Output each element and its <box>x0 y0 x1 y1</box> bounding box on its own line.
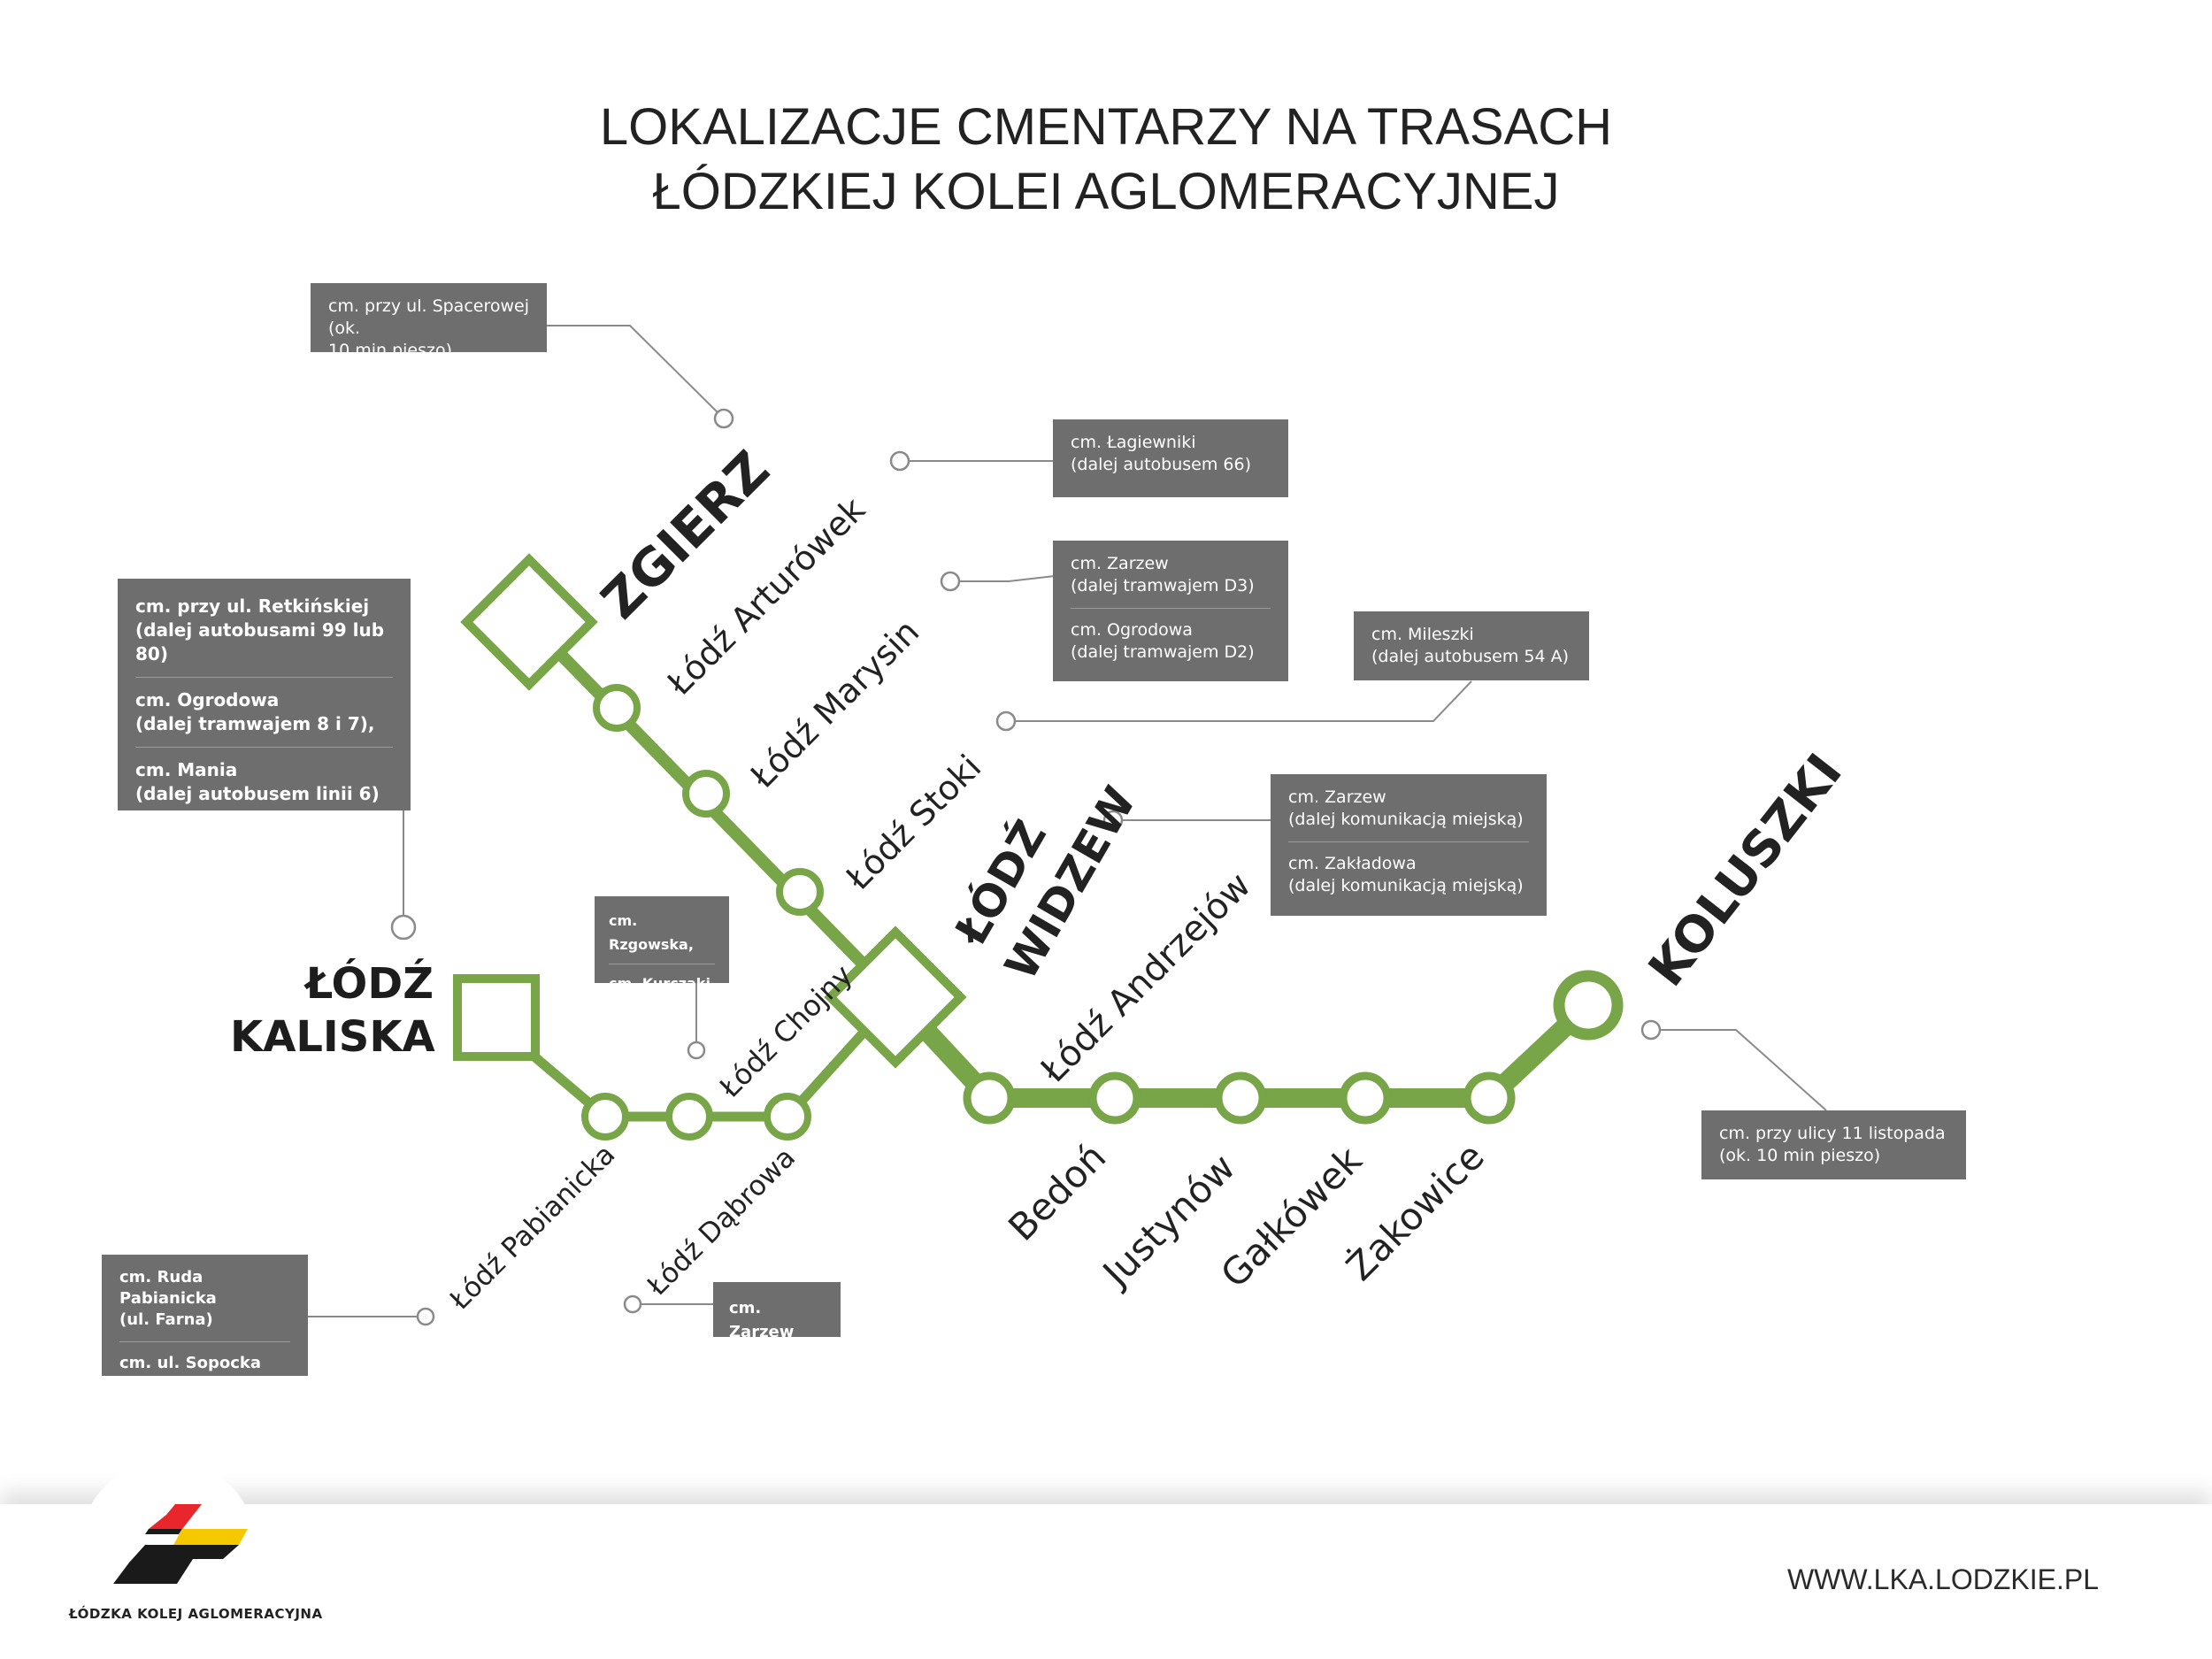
connector-marysin <box>950 575 1056 582</box>
station-bedon-circle <box>963 1071 1016 1125</box>
hub-koluszki-circle <box>1553 970 1624 1041</box>
station-marysin-circle <box>682 770 730 818</box>
logo-icon <box>113 1504 248 1584</box>
hub-widzew-square <box>824 926 967 1069</box>
connector-lines <box>308 325 1827 1317</box>
station-justynow-circle <box>1088 1071 1141 1125</box>
cemetery-box-chojny: cm. Rzgowska, cm. Kurczaki <box>595 896 729 992</box>
connector-koluszki <box>1651 1029 1827 1111</box>
station-dabrowa-circle <box>764 1093 811 1141</box>
connector-zgierz <box>547 325 725 419</box>
cemetery-entry: cm. Kurczaki <box>609 975 710 992</box>
cemetery-box-dabrowa: cm. Zarzew <box>713 1282 841 1341</box>
entry-separator <box>1288 841 1529 842</box>
cemetery-box-koluszki: cm. przy ulicy 11 listopada (ok. 10 min … <box>1701 1110 1966 1179</box>
endpoint-chojny <box>687 1041 706 1060</box>
page-title-line2: ŁÓDZKIEJ KOLEI AGLOMERACYJNEJ <box>652 163 1560 220</box>
cemetery-entry: cm. Zarzew <box>729 1299 795 1341</box>
cemetery-entry: cm. ul. Sopocka <box>119 1354 261 1372</box>
footer-bar <box>0 1504 2212 1659</box>
line-kaliska-widzew <box>530 992 901 1122</box>
logo-caption: ŁÓDZKA KOLEJ AGLOMERACYJNA <box>69 1606 323 1622</box>
cemetery-entry: cm. Zarzew (dalej tramwajem D3) <box>1071 554 1255 595</box>
cemetery-box-zgierz: cm. przy ul. Spacerowej (ok. 10 min pies… <box>311 283 547 360</box>
website-link[interactable]: WWW.LKA.LODZKIE.PL <box>1786 1563 2099 1595</box>
cemetery-box-pabianicka: cm. Ruda Pabianicka (ul. Farna) cm. ul. … <box>102 1255 308 1376</box>
endpoint-zgierz <box>713 408 734 429</box>
entry-separator <box>119 1341 290 1342</box>
entry-separator <box>135 747 393 748</box>
endpoint-kaliska <box>390 914 417 941</box>
station-zakowice2-circle <box>1463 1071 1516 1125</box>
hub-label-kaliska-line1: ŁÓDŹ <box>305 959 434 1009</box>
cemetery-entry: cm. Mileszki (dalej autobusem 54 A) <box>1371 625 1570 666</box>
station-zakowice-circle <box>1339 1071 1392 1125</box>
hub-label-kaliska: ŁÓDŹ KALISKA <box>230 957 435 1064</box>
cemetery-entry: cm. Ogrodowa (dalej tramwajem D2) <box>1071 620 1255 662</box>
cemetery-entry: cm. Zarzew (dalej komunikacją miejską) <box>1288 787 1524 829</box>
cemetery-box-stoki: cm. Mileszki (dalej autobusem 54 A) <box>1354 611 1589 680</box>
logo-black-stripe <box>113 1545 239 1584</box>
station-stoki-circle <box>776 868 824 916</box>
cemetery-entry: cm. przy ul. Spacerowej (ok. 10 min pies… <box>328 296 529 360</box>
cemetery-box-marysin: cm. Zarzew (dalej tramwajem D3) cm. Ogro… <box>1053 541 1288 681</box>
logo-black-stripe-top <box>145 1529 182 1534</box>
endpoint-marysin <box>940 571 961 592</box>
cemetery-box-arturowek: cm. Łagiewniki (dalej autobusem 66) <box>1053 419 1288 497</box>
cemetery-entry: cm. Ogrodowa (dalej tramwajem 8 i 7), <box>135 689 375 734</box>
endpoint-arturowek <box>889 450 910 472</box>
hub-zgierz-square <box>460 553 598 691</box>
page-title-line1: LOKALIZACJE CMENTARZY NA TRASACH <box>599 98 1613 156</box>
station-galkowek-circle <box>1214 1071 1267 1125</box>
cemetery-box-andrzejow: cm. Zarzew (dalej komunikacją miejską) c… <box>1271 774 1547 916</box>
cemetery-entry: cm. przy ul. Retkińskiej (dalej autobusa… <box>135 595 385 664</box>
station-chojny-circle <box>665 1093 713 1141</box>
entry-separator <box>1071 608 1271 609</box>
cemetery-entry: cm. Łagiewniki (dalej autobusem 66) <box>1071 433 1251 474</box>
cemetery-entry: cm. Zakładowa (dalej komunikacją miejską… <box>1288 854 1524 895</box>
station-pabianicka-circle <box>581 1093 629 1141</box>
station-circles-main <box>963 1071 1516 1125</box>
connector-endpoints <box>390 408 1662 1326</box>
hub-kaliska-square <box>453 974 540 1061</box>
logo-red-stripe <box>149 1504 202 1529</box>
endpoint-dabrowa <box>623 1294 642 1314</box>
endpoint-andrzejow <box>1102 810 1124 831</box>
logo-yellow-stripe <box>173 1529 248 1545</box>
endpoint-pabianicka <box>416 1307 435 1326</box>
station-arturowek-circle <box>593 684 641 732</box>
cemetery-box-kaliska: cm. przy ul. Retkińskiej (dalej autobusa… <box>118 579 411 810</box>
hub-label-kaliska-line2: KALISKA <box>230 1012 435 1062</box>
cemetery-entry: cm. przy ulicy 11 listopada (ok. 10 min … <box>1719 1124 1946 1165</box>
endpoint-koluszki <box>1640 1019 1662 1041</box>
cemetery-entry: cm. Mania (dalej autobusem linii 6) <box>135 759 380 804</box>
entry-separator <box>135 677 393 678</box>
endpoint-stoki <box>995 710 1017 732</box>
cemetery-entry: cm. Ruda Pabianicka (ul. Farna) <box>119 1268 217 1329</box>
cemetery-entry: cm. Rzgowska, <box>609 912 694 953</box>
connector-stoki <box>1006 680 1472 722</box>
station-circles <box>581 684 824 1141</box>
